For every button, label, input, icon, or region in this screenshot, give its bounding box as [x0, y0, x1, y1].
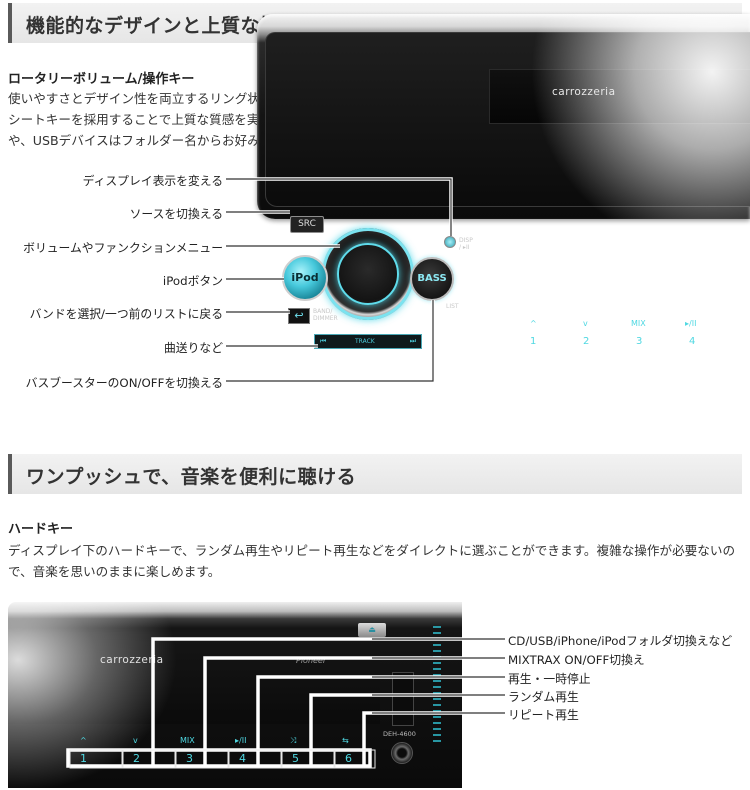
up-icon-2: ^	[80, 736, 87, 745]
key-4: 4	[689, 336, 696, 347]
callout-display: ディスプレイ表示を変える	[82, 174, 223, 188]
mix-label: MIX	[631, 319, 646, 328]
section-header-one-push: ワンプッシュで、音楽を便利に聴ける	[8, 454, 742, 494]
lcd-display	[489, 69, 750, 124]
figure-front-panel: ディスプレイ表示を変える ソースを切換える ボリュームやファンクションメニュー …	[0, 165, 750, 400]
section-title-2: ワンプッシュで、音楽を便利に聴ける	[26, 466, 357, 488]
play-pause-icon: ▸/II	[685, 319, 697, 328]
callout-band: バンドを選択/一つ前のリストに戻る	[29, 307, 223, 321]
section-title: 機能的なデザインと上質な操作感	[26, 15, 319, 37]
head-unit-image: carrozzeria	[257, 14, 750, 219]
callout-volume: ボリュームやファンクションメニュー	[23, 241, 223, 255]
up-icon: ^	[530, 319, 537, 328]
illumination-ring	[337, 243, 399, 305]
key-3: 3	[636, 336, 643, 347]
key-2: 2	[583, 336, 590, 347]
key-3: 3	[186, 752, 193, 765]
band-dimmer-label: BAND/ DIMMER	[313, 308, 338, 322]
down-icon: v	[583, 319, 588, 328]
callout-folder: CD/USB/iPhone/iPodフォルダ切換えなど	[508, 634, 733, 648]
mix-label-2: MIX	[180, 736, 195, 745]
eject-icon: ⏏	[358, 623, 386, 637]
pioneer-logo: Pioneer	[296, 656, 327, 665]
key-2: 2	[133, 752, 140, 765]
callout-repeat: リピート再生	[508, 708, 579, 722]
disp-label: DISP / ▸II	[459, 237, 473, 251]
subhead-rotary-volume: ロータリーボリューム/操作キー	[8, 72, 195, 87]
key-5: 5	[292, 752, 299, 765]
callout-mixtrax: MIXTRAX ON/OFF切換え	[508, 653, 645, 667]
callout-random: ランダム再生	[508, 690, 579, 704]
key-6: 6	[345, 752, 352, 765]
ipod-button: iPod	[282, 255, 328, 301]
next-track-icon: ⏭	[409, 337, 416, 345]
aux-port	[391, 742, 413, 764]
leader-lines-2	[66, 637, 505, 769]
down-icon-2: v	[133, 736, 138, 745]
model-label: DEH-4600	[383, 730, 416, 738]
bass-button: BASS	[410, 257, 454, 301]
subhead-hard-keys: ハードキー	[8, 522, 74, 537]
track-label: TRACK	[355, 338, 375, 345]
src-button: SRC	[290, 216, 324, 233]
back-arrow-icon: ↩	[288, 308, 310, 324]
disp-button	[444, 236, 456, 248]
track-key: ⏮ TRACK ⏭	[314, 334, 422, 349]
description-text-2: ディスプレイ下のハードキーで、ランダム再生やリピート再生などをダイレクトに選ぶこ…	[8, 543, 736, 579]
brand-logo-2: carrozzeria	[100, 654, 164, 666]
callout-track: 曲送りなど	[164, 341, 223, 355]
callout-bass: バスブースターのON/OFFを切換える	[25, 376, 223, 390]
brand-logo: carrozzeria	[552, 86, 616, 98]
prev-track-icon: ⏮	[320, 337, 327, 345]
callout-play-pause: 再生・一時停止	[508, 672, 591, 686]
key-1: 1	[530, 336, 537, 347]
callout-ipod: iPodボタン	[162, 274, 223, 288]
play-pause-icon-2: ▸/II	[235, 736, 247, 745]
figure-hard-keys: carrozzeria Pioneer ⏏ DEH-4600 ^ v MIX ▸…	[0, 600, 750, 790]
repeat-icon: ⇆	[342, 736, 349, 745]
key-4: 4	[239, 752, 246, 765]
volume-knob	[322, 228, 414, 320]
random-icon: ⤨	[290, 736, 297, 745]
callout-source: ソースを切換える	[129, 207, 223, 221]
list-label: LIST	[446, 303, 459, 310]
led-column	[433, 626, 441, 746]
key-1: 1	[80, 752, 87, 765]
